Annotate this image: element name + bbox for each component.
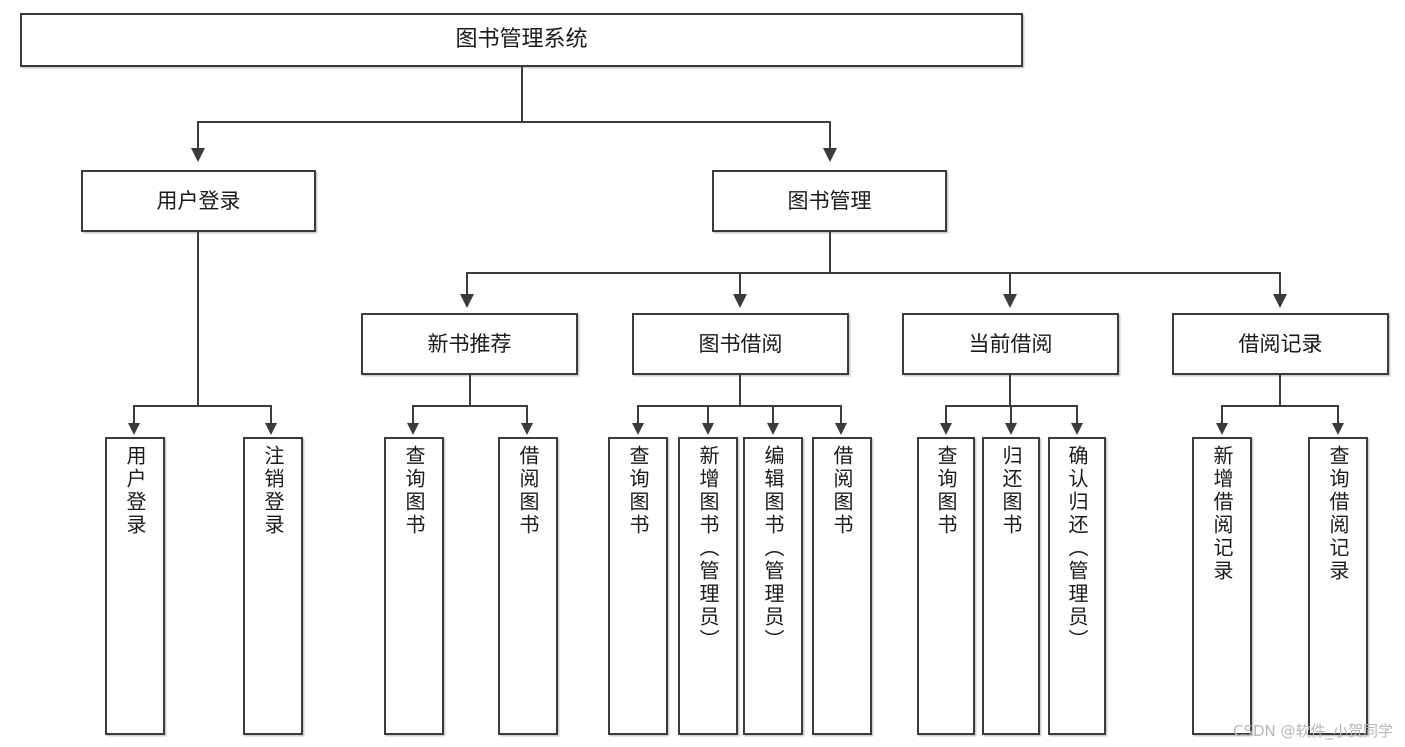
node-label: 新增借阅记录 <box>1210 445 1234 583</box>
leaf-bb-query-book[interactable]: 查询图书 <box>608 437 668 735</box>
arrow-to-current-borrow <box>1003 294 1017 308</box>
connector-cb-stem <box>1009 375 1011 405</box>
node-label: 借阅图书 <box>516 445 540 537</box>
connector-bm-drop-3 <box>1009 272 1011 294</box>
node-label: 用户登录 <box>123 445 147 537</box>
connector-user-login-stem <box>197 232 199 405</box>
arrow-to-book-borrow <box>733 294 747 308</box>
connector-root-bus <box>197 121 831 123</box>
connector-bb-stem <box>739 375 741 405</box>
arrow-to-leaf-nbr-query-book <box>407 423 419 435</box>
connector-nbr-drop-2 <box>526 405 528 423</box>
node-label: 查询借阅记录 <box>1326 445 1350 583</box>
connector-bb-drop-1 <box>637 405 639 423</box>
arrow-to-user-login <box>191 148 205 162</box>
node-label: 查询图书 <box>934 445 958 537</box>
arrow-to-leaf-bb-add-book <box>702 423 714 435</box>
leaf-logout[interactable]: 注销登录 <box>243 437 303 735</box>
connector-bb-drop-2 <box>707 405 709 423</box>
connector-br-bus <box>1221 405 1339 407</box>
node-label: 借阅记录 <box>1238 331 1323 356</box>
node-borrow-record[interactable]: 借阅记录 <box>1172 313 1389 375</box>
arrow-to-leaf-logout <box>265 423 277 435</box>
connector-bm-drop-1 <box>466 272 468 294</box>
connector-bb-drop-3 <box>772 405 774 423</box>
node-label: 用户登录 <box>156 188 241 213</box>
leaf-cb-return-book[interactable]: 归还图书 <box>982 437 1040 735</box>
connector-book-management-bus <box>466 272 1280 274</box>
node-label: 新书推荐 <box>427 331 512 356</box>
node-new-book-recommend[interactable]: 新书推荐 <box>361 313 578 375</box>
arrow-to-leaf-br-add-record <box>1216 423 1228 435</box>
arrow-to-leaf-cb-confirm-return <box>1071 423 1083 435</box>
connector-nbr-drop-1 <box>412 405 414 423</box>
connector-bm-drop-4 <box>1279 272 1281 294</box>
node-root-book-management-system[interactable]: 图书管理系统 <box>20 13 1023 67</box>
connector-br-stem <box>1279 375 1281 405</box>
leaf-nbr-query-book[interactable]: 查询图书 <box>384 437 444 735</box>
connector-book-management-stem <box>829 232 831 272</box>
leaf-bb-borrow-book[interactable]: 借阅图书 <box>812 437 872 735</box>
watermark-text: CSDN @软件_小贺同学 <box>1232 722 1393 740</box>
connector-br-drop-1 <box>1221 405 1223 423</box>
connector-bb-drop-4 <box>840 405 842 423</box>
arrow-to-leaf-br-query-record <box>1332 423 1344 435</box>
arrow-to-leaf-bb-query-book <box>632 423 644 435</box>
leaf-nbr-borrow-book[interactable]: 借阅图书 <box>498 437 558 735</box>
node-current-borrow[interactable]: 当前借阅 <box>902 313 1119 375</box>
arrow-to-leaf-cb-return-book <box>1005 423 1017 435</box>
connector-bb-bus <box>637 405 842 407</box>
connector-user-login-drop-2 <box>270 405 272 423</box>
connector-root-stem <box>521 67 523 121</box>
arrow-to-book-management <box>823 148 837 162</box>
arrow-to-leaf-bb-edit-book <box>767 423 779 435</box>
connector-root-drop-left <box>197 121 199 148</box>
node-label: 确认归还（管理员） <box>1065 445 1089 652</box>
connector-nbr-bus <box>412 405 528 407</box>
leaf-cb-confirm-return[interactable]: 确认归还（管理员） <box>1048 437 1106 735</box>
node-label: 注销登录 <box>261 445 285 537</box>
connector-br-drop-2 <box>1337 405 1339 423</box>
arrow-to-leaf-bb-borrow-book <box>835 423 847 435</box>
node-label: 归还图书 <box>999 445 1023 537</box>
node-label: 新增图书（管理员） <box>696 445 720 652</box>
arrow-to-leaf-user-login <box>128 423 140 435</box>
leaf-user-login[interactable]: 用户登录 <box>105 437 165 735</box>
leaf-bb-add-book[interactable]: 新增图书（管理员） <box>678 437 738 735</box>
arrow-to-leaf-nbr-borrow-book <box>521 423 533 435</box>
node-label: 编辑图书（管理员） <box>761 445 785 652</box>
node-book-management[interactable]: 图书管理 <box>712 170 947 232</box>
node-label: 图书借阅 <box>698 331 783 356</box>
connector-user-login-drop-1 <box>133 405 135 423</box>
arrow-to-new-book-recommend <box>460 294 474 308</box>
node-label: 图书管理系统 <box>455 27 588 53</box>
node-label: 查询图书 <box>402 445 426 537</box>
connector-cb-drop-1 <box>945 405 947 423</box>
connector-user-login-bus <box>133 405 271 407</box>
node-book-borrow[interactable]: 图书借阅 <box>632 313 849 375</box>
connector-cb-drop-2 <box>1010 405 1012 423</box>
arrow-to-borrow-record <box>1273 294 1287 308</box>
connector-bm-drop-2 <box>739 272 741 294</box>
node-user-login[interactable]: 用户登录 <box>81 170 316 232</box>
leaf-br-add-record[interactable]: 新增借阅记录 <box>1192 437 1252 735</box>
leaf-bb-edit-book[interactable]: 编辑图书（管理员） <box>743 437 803 735</box>
leaf-cb-query-book[interactable]: 查询图书 <box>917 437 975 735</box>
connector-root-drop-right <box>829 121 831 148</box>
connector-nbr-stem <box>469 375 471 405</box>
node-label: 当前借阅 <box>968 331 1053 356</box>
arrow-to-leaf-cb-query-book <box>940 423 952 435</box>
node-label: 查询图书 <box>626 445 650 537</box>
node-label: 借阅图书 <box>830 445 854 537</box>
leaf-br-query-record[interactable]: 查询借阅记录 <box>1308 437 1368 735</box>
node-label: 图书管理 <box>787 188 872 213</box>
connector-cb-drop-3 <box>1076 405 1078 423</box>
